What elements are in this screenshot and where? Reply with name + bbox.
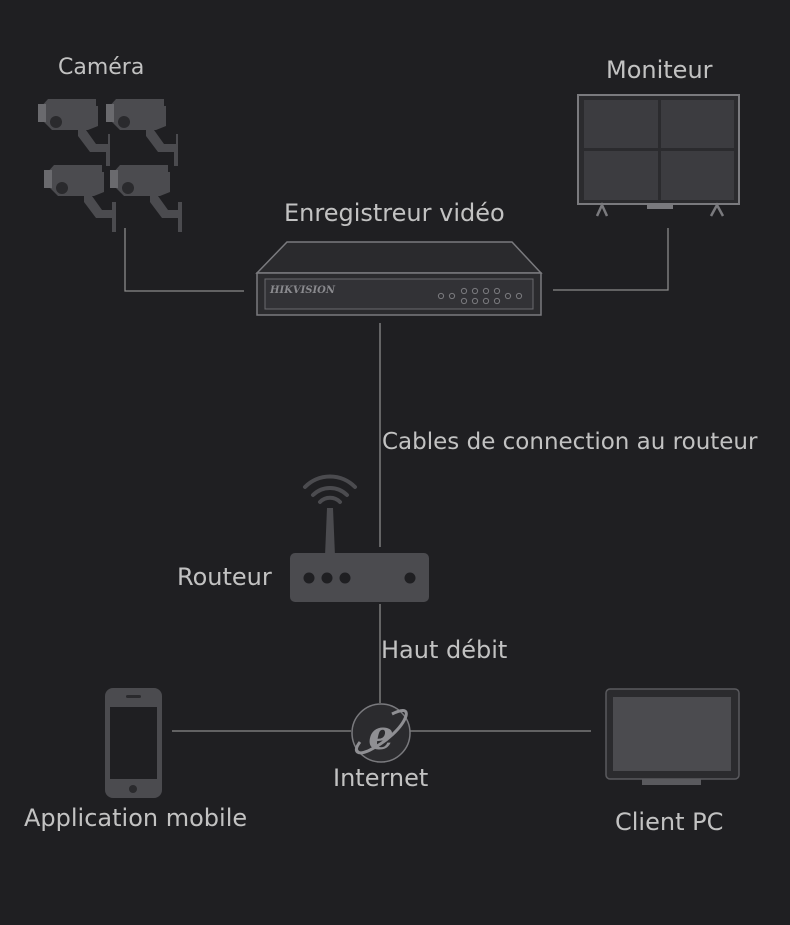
camera-unit-3 bbox=[44, 165, 116, 232]
connection-lines bbox=[124, 228, 669, 732]
router-label: Routeur bbox=[177, 563, 272, 591]
nvr-icon: HIKVISION bbox=[255, 241, 543, 316]
internet-explorer-icon: e bbox=[351, 703, 411, 763]
camera-unit-2 bbox=[106, 99, 178, 166]
cctv-camera-icon bbox=[38, 99, 182, 232]
camera-label: Caméra bbox=[58, 55, 145, 80]
camera-unit-4 bbox=[110, 165, 182, 232]
smartphone-icon bbox=[105, 688, 162, 798]
recorder-brand: HIKVISION bbox=[269, 285, 336, 296]
pc-client-label: Client PC bbox=[615, 808, 724, 836]
monitor-icon bbox=[577, 94, 740, 217]
monitor-to-recorder-line bbox=[553, 228, 669, 291]
bandwidth-label: Haut débit bbox=[381, 636, 508, 664]
camera-unit-1 bbox=[38, 99, 110, 166]
monitor-label: Moniteur bbox=[606, 56, 713, 84]
recorder-label: Enregistreur vidéo bbox=[284, 199, 505, 227]
mobile-app-label: Application mobile bbox=[24, 804, 248, 832]
cables-label: Cables de connection au routeur bbox=[382, 429, 758, 455]
pc-monitor-icon bbox=[605, 688, 740, 785]
internet-label: Internet bbox=[333, 764, 429, 792]
wifi-icon bbox=[303, 474, 357, 504]
camera-to-recorder-line bbox=[124, 228, 244, 292]
router-icon bbox=[290, 508, 429, 602]
